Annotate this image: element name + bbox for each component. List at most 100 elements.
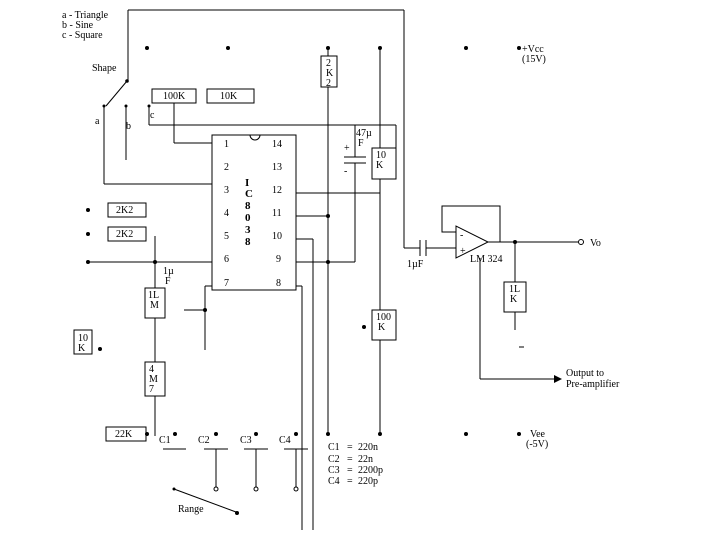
svg-text:10K: 10K xyxy=(220,91,238,102)
svg-text:F: F xyxy=(358,138,364,149)
svg-text:1µ: 1µ xyxy=(163,266,174,277)
vcc-label: +Vcc xyxy=(522,44,544,55)
range-contact-c3 xyxy=(253,486,259,492)
range-switch: Range xyxy=(172,487,239,515)
svg-text:10: 10 xyxy=(376,150,386,161)
range-bus-dot-3 xyxy=(214,432,218,436)
svg-text:C1: C1 xyxy=(159,435,171,446)
ic-pin-14: 14 xyxy=(272,139,282,150)
svg-text:C4: C4 xyxy=(279,435,291,446)
svg-text:2K2: 2K2 xyxy=(116,229,133,240)
range-bus-dot-1 xyxy=(145,432,149,436)
capacitor-47uf: 47µ F + - xyxy=(344,125,372,262)
ic-name-char-3: 8 xyxy=(245,200,251,212)
svg-text:22n: 22n xyxy=(358,454,373,465)
range-switch-pivot xyxy=(172,487,176,491)
svg-text:K: K xyxy=(326,68,334,79)
opamp-plus: + xyxy=(460,246,466,257)
range-contact-c2 xyxy=(213,486,219,492)
range-switch-end xyxy=(235,511,239,515)
vo-terminal xyxy=(578,239,584,245)
opamp-triangle xyxy=(455,225,490,259)
vee-value: (-5V) xyxy=(526,439,548,450)
resistor-2k2-a: 2K2 xyxy=(107,202,147,218)
ic-8038: 1 2 3 4 5 6 7 14 13 12 11 10 9 8 I C 8 0… xyxy=(211,134,297,291)
top-terminal-5 xyxy=(464,46,468,50)
svg-text:2K2: 2K2 xyxy=(116,205,133,216)
resistor-1k: 1L K xyxy=(503,281,527,313)
resistor-10k-mid: 10 K xyxy=(371,147,397,180)
svg-text:C1: C1 xyxy=(328,442,340,453)
top-terminal-1 xyxy=(145,46,149,50)
svg-text:C2: C2 xyxy=(198,435,210,446)
vo-label: Vo xyxy=(590,238,601,249)
pin6-terminal xyxy=(86,260,90,264)
svg-text:=: = xyxy=(347,476,353,487)
range-capacitor-c3: C3 xyxy=(240,435,268,492)
svg-text:2: 2 xyxy=(326,78,331,89)
svg-text:4: 4 xyxy=(149,364,154,375)
range-capacitor-c2: C2 xyxy=(198,435,228,492)
ic-name-char-4: 0 xyxy=(245,212,251,224)
legend-sine: b - Sine xyxy=(62,20,94,31)
vee-terminal xyxy=(517,432,521,436)
range-capacitor-c1: C1 xyxy=(159,435,186,450)
svg-text:C2: C2 xyxy=(328,454,340,465)
svg-text:220n: 220n xyxy=(358,442,378,453)
range-bus-dot-2 xyxy=(173,432,177,436)
resistor-100k-top: 100K xyxy=(151,88,197,104)
svg-text:F: F xyxy=(165,276,171,287)
svg-text:7: 7 xyxy=(149,384,154,395)
output-note-line2: Pre-amplifier xyxy=(566,379,620,390)
capacitor-1uf-output: 1µF xyxy=(407,240,456,270)
svg-text:100: 100 xyxy=(376,312,391,323)
svg-text:2: 2 xyxy=(326,58,331,69)
shape-label: Shape xyxy=(92,63,117,74)
legend-triangle: a - Triangle xyxy=(62,10,109,21)
svg-text:-: - xyxy=(344,166,347,177)
svg-text:=: = xyxy=(347,442,353,453)
svg-text:1L: 1L xyxy=(509,284,520,295)
range-label: Range xyxy=(178,504,204,515)
junction-pin9 xyxy=(326,260,330,264)
capacitor-1uf-mid: 1µ F xyxy=(163,266,174,287)
svg-text:C4: C4 xyxy=(328,476,340,487)
terminal-10k-left xyxy=(98,347,102,351)
waveform-legend: a - Triangle b - Sine c - Square xyxy=(62,10,109,41)
terminal-2k2-a xyxy=(86,208,90,212)
ic-pin-11: 11 xyxy=(272,208,282,219)
top-terminal-2 xyxy=(226,46,230,50)
svg-text:M: M xyxy=(149,374,158,385)
ic-pin-4: 4 xyxy=(224,208,229,219)
ic-pin-6: 6 xyxy=(224,254,229,265)
opamp-lm324: - + LM 324 Vo xyxy=(441,205,601,265)
svg-text:K: K xyxy=(510,294,518,305)
terminal-100k-right xyxy=(362,325,366,329)
shape-switch: Shape a b c xyxy=(92,63,396,185)
opamp-name: LM 324 xyxy=(470,254,503,265)
ic-pin-10: 10 xyxy=(272,231,282,242)
opamp-minus: - xyxy=(460,230,463,241)
range-bus-dot-6 xyxy=(326,432,330,436)
resistor-2k2-top: 2 K 2 xyxy=(320,55,338,89)
ic-name-char-6: 8 xyxy=(245,236,251,248)
resistor-4m7: 4 M 7 xyxy=(144,361,166,397)
resistor-100k-right: 100 K xyxy=(371,309,397,341)
terminal-2k2-b xyxy=(86,232,90,236)
svg-text:M: M xyxy=(150,300,159,311)
svg-text:C3: C3 xyxy=(328,465,340,476)
switch-pos-b: b xyxy=(126,121,131,132)
svg-text:K: K xyxy=(378,322,386,333)
svg-text:K: K xyxy=(376,160,384,171)
ic-pin-3: 3 xyxy=(224,185,229,196)
svg-text:K: K xyxy=(78,343,86,354)
svg-text:C3: C3 xyxy=(240,435,252,446)
ic-pin-9: 9 xyxy=(276,254,281,265)
ic-name-char-5: 3 xyxy=(245,224,251,236)
ic-pin-8: 8 xyxy=(276,278,281,289)
ic-notch xyxy=(249,134,261,141)
svg-text:220p: 220p xyxy=(358,476,378,487)
ic-pin-1: 1 xyxy=(224,139,229,150)
svg-text:1L: 1L xyxy=(148,290,159,301)
svg-text:=: = xyxy=(347,454,353,465)
